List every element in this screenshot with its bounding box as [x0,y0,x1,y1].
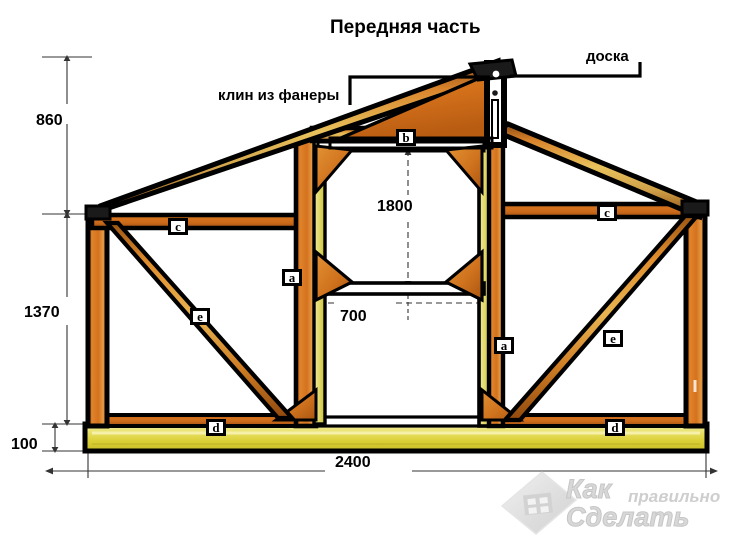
dimension-label-100: 100 [11,436,38,453]
dimension-label-860: 860 [36,112,63,129]
part-badge-d: d [605,419,625,436]
gusset-header-right [443,144,484,197]
dimension-label-1370: 1370 [24,304,60,321]
part-badge-c: c [597,204,617,221]
bottom-plate-right [495,413,704,428]
bottom-plate-left [90,413,301,428]
dimension-label-1800: 1800 [377,198,413,215]
eave-joint-right [680,199,710,217]
dimension-1370 [63,212,71,426]
page-title: Передняя часть [330,17,481,38]
gusset-midrail-left [314,248,355,303]
part-badge-c: c [168,218,188,235]
collar-tie [328,136,494,150]
brace-right [500,213,702,423]
watermark [500,471,578,535]
door-threshold [297,415,499,428]
callout-leaders [348,62,642,105]
dimension-2400 [45,452,718,478]
part-badge-b: b [396,129,416,146]
part-badge-e: e [190,308,210,325]
part-badge-a: a [494,337,514,354]
gusset-header-left [314,144,355,197]
callout-label-plywood-wedge: клин из фанеры [218,87,340,104]
part-badge-d: d [206,419,226,436]
part-badge-a: a [282,269,302,286]
dimension-label-700: 700 [340,308,367,325]
eave-joint-left [84,204,112,221]
wall-post-right [683,209,708,429]
callout-label-board: доска [586,48,629,65]
ridge-board [467,58,518,148]
dimension-label-2400: 2400 [335,454,371,471]
bottom-sill-plate [82,421,710,454]
part-badge-e: e [603,330,623,347]
dimension-100 [51,422,59,453]
wall-post-left [85,211,110,429]
dimension-860 [63,55,71,216]
gusset-midrail-right [443,248,484,303]
